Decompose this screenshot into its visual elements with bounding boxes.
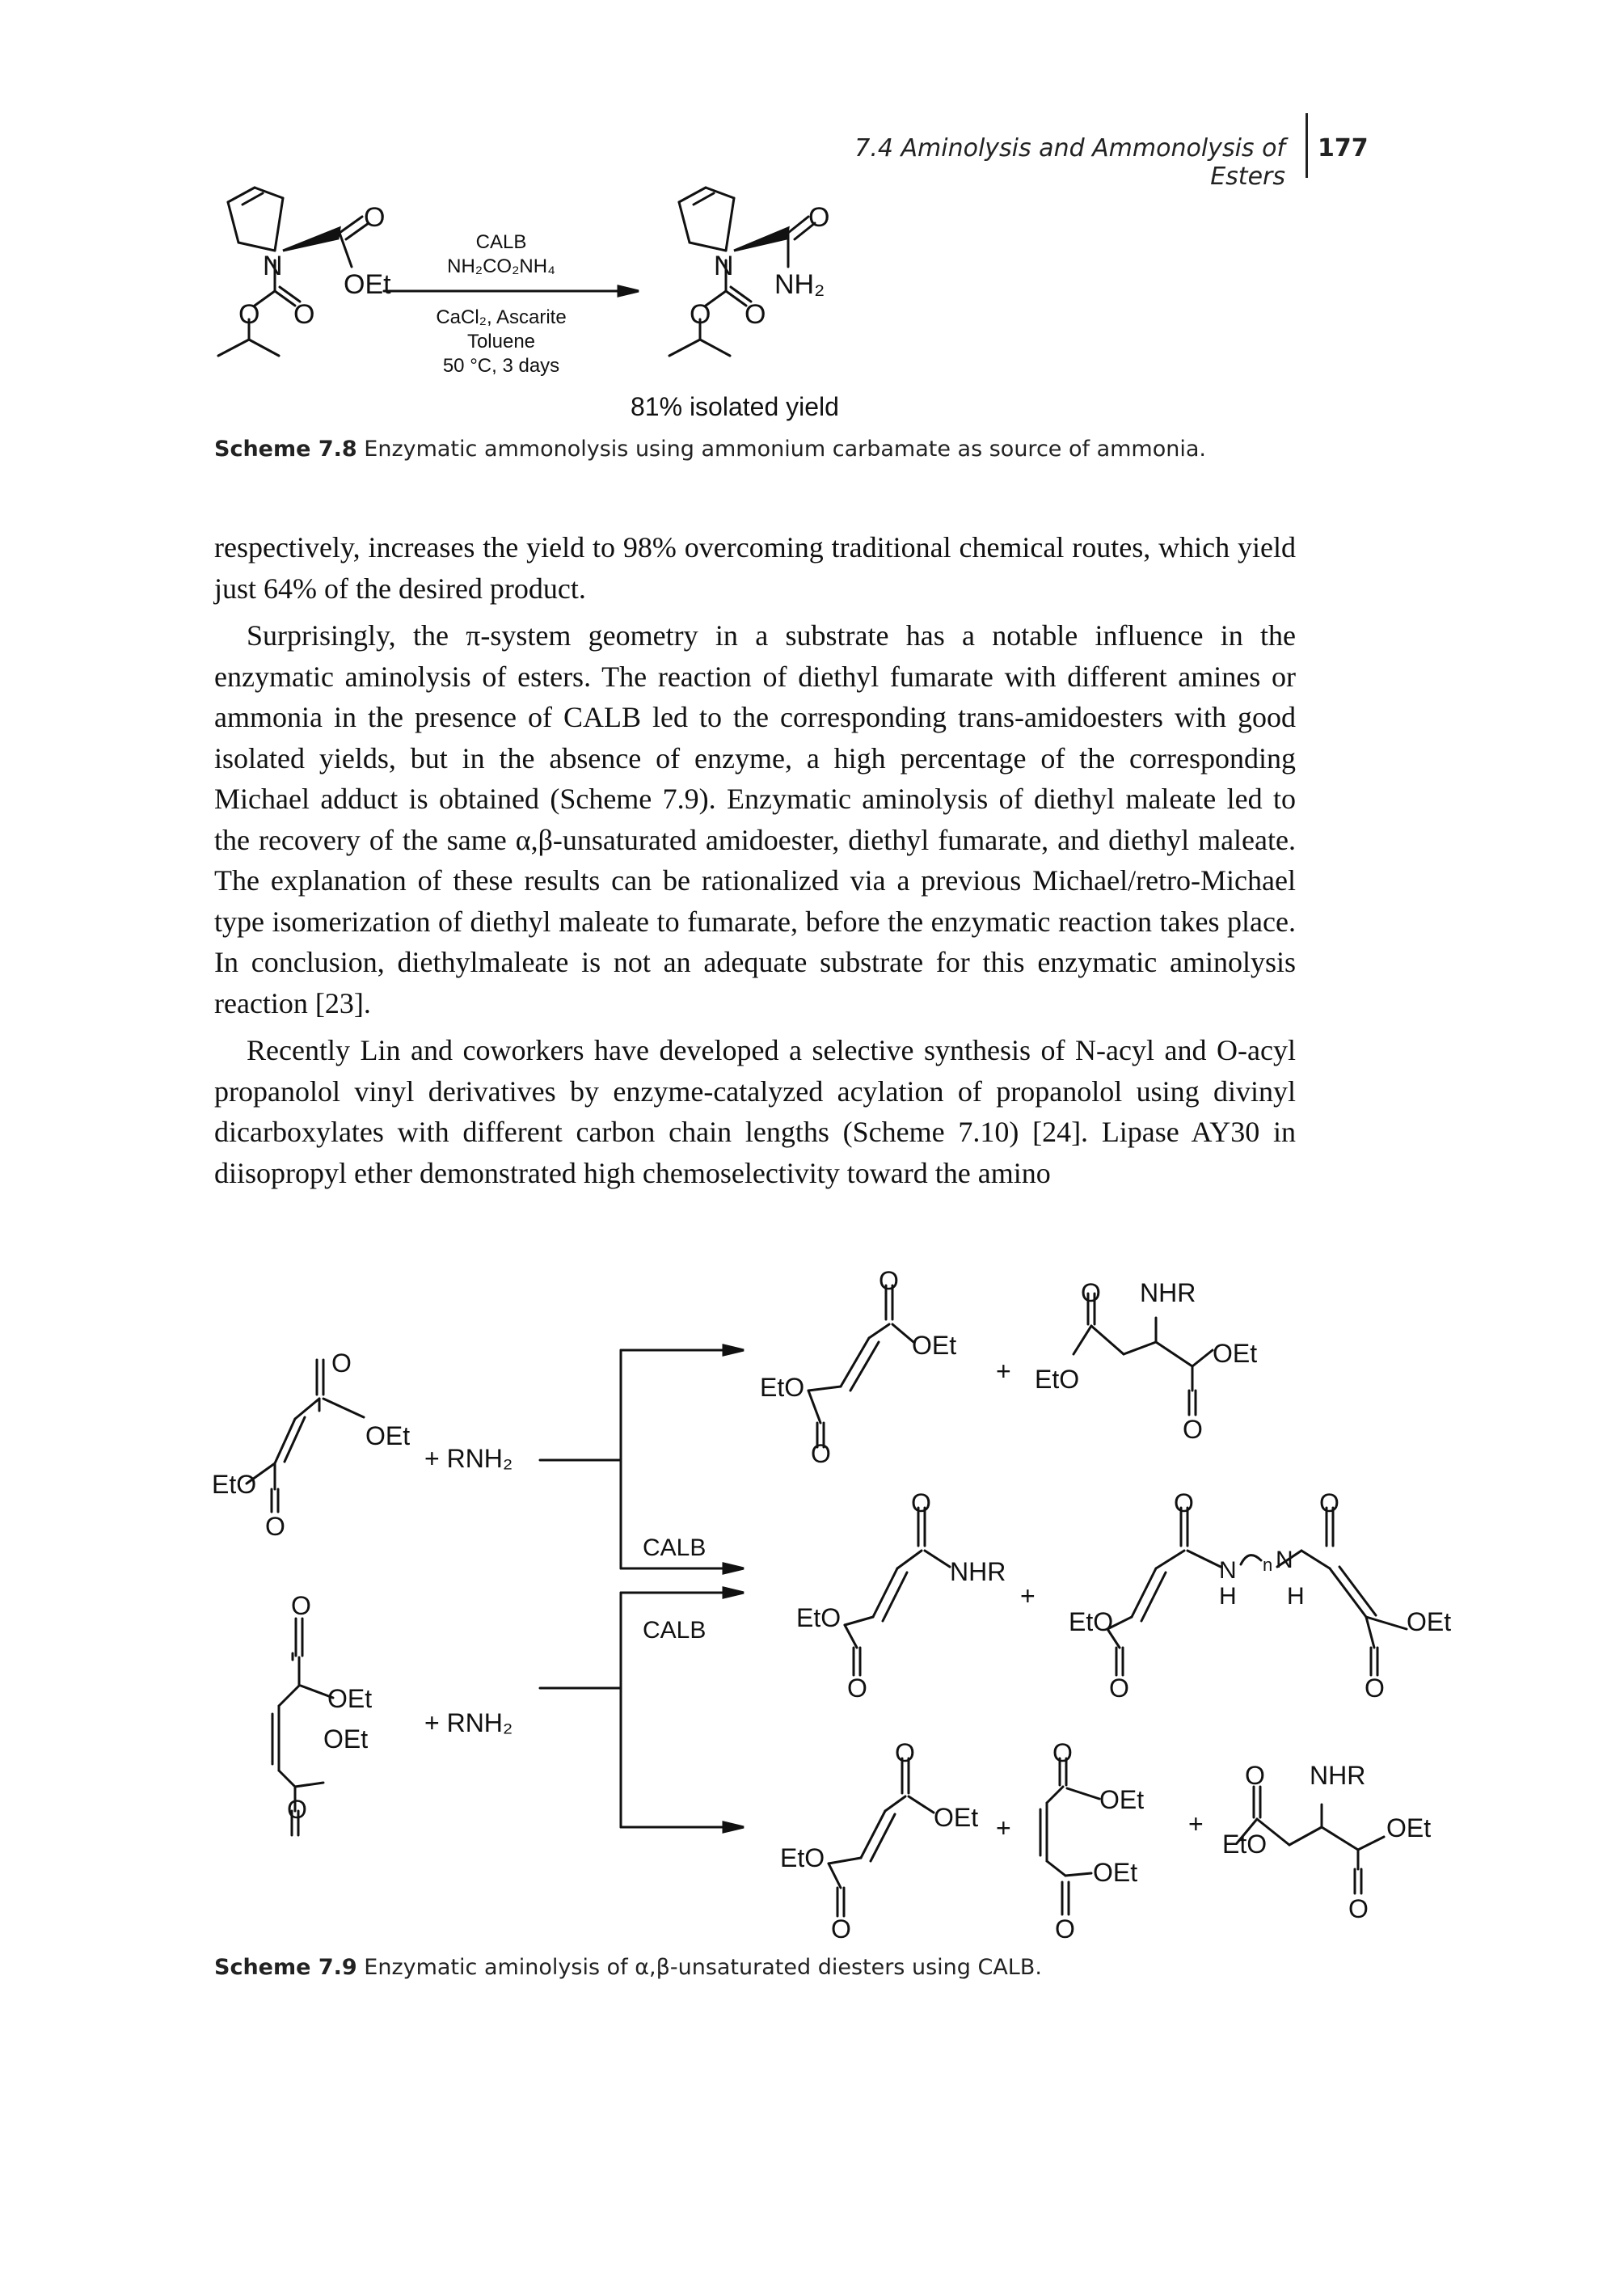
bp-plus-1: + [996,1813,1011,1842]
mp1-top-o: O [911,1488,931,1517]
mp2-top-o-2: O [1319,1488,1339,1517]
bp2-oet-2: OEt [1093,1858,1138,1887]
scheme-7-9-caption: Scheme 7.9 Enzymatic aminolysis of α,β-u… [214,1955,1411,1980]
mp2-bottom-o-2: O [1365,1674,1385,1703]
page-number: 177 [1318,134,1369,163]
conditions-above: CALB NH₂CO₂NH₄ [424,230,578,279]
reactant-boc-o1-label: O [238,299,260,330]
maleate-bottom-o: O [287,1795,307,1824]
condition-enzyme: CALB [475,231,527,253]
scheme-7-8-caption: Scheme 7.8 Enzymatic ammonolysis using a… [214,437,1411,462]
bp3-nhr: NHR [1310,1761,1366,1790]
reagent-rnh2-bottom: + RNH₂ [424,1708,513,1737]
condition-temp-time: 50 °C, 3 days [442,355,560,377]
paragraph: Surprisingly, the π-system geometry in a… [214,619,1296,1019]
bp3-oet: OEt [1386,1813,1432,1842]
mp2-oet: OEt [1407,1607,1452,1636]
mp1-eto: EtO [796,1603,842,1632]
fumarate-oet: OEt [365,1421,411,1450]
reactant-boc-o2-label: O [293,299,315,330]
bp1-top-o: O [895,1738,915,1767]
product-boc-o2-label: O [745,299,766,330]
mp2-h-2: H [1287,1583,1305,1610]
maleate-oet-2: OEt [323,1724,369,1754]
caption-label: Scheme 7.9 [214,1955,357,1980]
fumarate-eto: EtO [212,1470,257,1499]
mp-plus: + [1020,1581,1036,1610]
mp2-n-1: N [1219,1557,1237,1584]
product-n-label: N [714,251,734,281]
bp2-top-o: O [1052,1738,1073,1767]
tp1-bottom-o: O [811,1439,831,1468]
reagent-rnh2-top: + RNH₂ [424,1444,513,1473]
mp2-h-1: H [1219,1583,1237,1610]
tp2-nhr: NHR [1140,1278,1196,1307]
bp3-top-o: O [1245,1761,1265,1790]
maleate-oet-1: OEt [327,1684,373,1713]
bp2-oet-1: OEt [1099,1785,1145,1814]
tp2-bottom-o: O [1183,1415,1203,1444]
condition-additives: CaCl₂, Ascarite [436,306,567,328]
mp1-nhr: NHR [950,1557,1006,1586]
bp1-bottom-o: O [831,1914,851,1944]
tp2-eto: EtO [1035,1365,1080,1394]
caption-text: Enzymatic aminolysis of α,β-unsaturated … [364,1955,1042,1980]
caption-text: Enzymatic ammonolysis using ammonium car… [364,437,1206,462]
product-nh2-label: NH₂ [774,269,825,300]
fumarate-top-o: O [331,1349,352,1378]
bp2-bottom-o: O [1055,1914,1075,1944]
maleate-top-o: O [291,1591,311,1620]
reactant-n-label: N [263,251,283,281]
tp2-oet: OEt [1213,1339,1258,1368]
mp1-bottom-o: O [847,1674,867,1703]
condition-solvent: Toluene [466,331,536,352]
scheme-7-8-drawing [217,186,816,357]
bp-plus-2: + [1188,1809,1204,1838]
mp2-eto: EtO [1069,1607,1114,1636]
mp2-top-o-1: O [1174,1488,1194,1517]
yield-text: 81% isolated yield [631,392,839,421]
tp2-top-o: O [1081,1278,1101,1307]
scheme-7-9-drawing [245,1284,1408,1918]
tp1-eto: EtO [760,1373,805,1402]
product-boc-o1-label: O [690,299,711,330]
bp3-eto: EtO [1222,1830,1268,1859]
product-carbonyl-o-label: O [808,202,830,233]
caption-label: Scheme 7.8 [214,437,357,462]
enzyme-label-bottom: CALB [643,1617,707,1644]
enzyme-label-top: CALB [643,1534,707,1561]
mp2-n-2: N [1276,1547,1293,1573]
tp-plus-1: + [996,1357,1011,1386]
reactant-oet-label: OEt [344,269,391,300]
running-title: 7.4 Aminolysis and Ammonolysis of Esters [854,134,1285,191]
tp1-oet: OEt [912,1331,957,1360]
mp2-bottom-o-1: O [1109,1674,1129,1703]
mp2-n-index: n [1263,1555,1273,1575]
reactant-carbonyl-o-label: O [364,202,386,233]
paragraph: Recently Lin and coworkers have develope… [214,1034,1296,1189]
header-rule [1306,113,1308,178]
bp1-oet: OEt [934,1803,979,1832]
tp1-top-o: O [879,1266,899,1295]
bp1-eto: EtO [780,1843,825,1872]
paragraph: respectively, increases the yield to 98%… [214,531,1296,605]
bp3-bottom-o: O [1348,1894,1369,1923]
condition-reagent: NH₂CO₂NH₄ [447,255,555,277]
fumarate-bottom-o: O [265,1512,285,1541]
body-text: respectively, increases the yield to 98%… [214,527,1296,1193]
conditions-below: CaCl₂, Ascarite Toluene 50 °C, 3 days [408,306,594,378]
